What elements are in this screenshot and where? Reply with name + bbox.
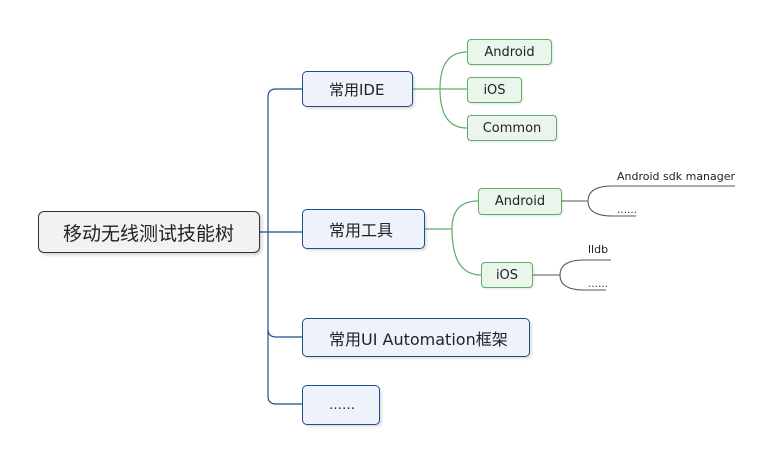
ide-common-node[interactable]: Common [467, 115, 557, 141]
ide-ios-node[interactable]: iOS [467, 77, 522, 103]
connector-root-more [267, 329, 302, 405]
connector-android-sdk [562, 185, 735, 202]
ide-android-label: Android [484, 44, 535, 60]
connector-android-dots [587, 200, 636, 217]
tools-android-node[interactable]: Android [478, 188, 562, 215]
root-node[interactable]: 移动无线测试技能树 [38, 211, 260, 253]
ide-common-label: Common [482, 120, 542, 136]
branch-node-more[interactable]: …… [302, 385, 380, 425]
tools-ios-label: iOS [495, 267, 519, 283]
leaf-ios-more[interactable]: …… [588, 279, 608, 290]
branch-node-ui-automation[interactable]: 常用UI Automation框架 [302, 318, 530, 357]
connector-ide-common [439, 88, 468, 129]
branch-node-tools[interactable]: 常用工具 [302, 209, 425, 249]
connector-root-ide [260, 88, 302, 233]
leaf-lldb[interactable]: lldb [588, 243, 609, 256]
connector-ios-lldb [533, 259, 611, 276]
tools-android-label: Android [494, 194, 546, 209]
branch-label-ide: 常用IDE [329, 80, 385, 99]
branch-label-more: …… [329, 397, 355, 413]
leaf-android-more[interactable]: …… [617, 205, 637, 216]
ide-ios-label: iOS [483, 82, 506, 98]
branch-label-tools: 常用工具 [329, 221, 394, 240]
connector-tools-ios [451, 228, 482, 276]
connector-root-uiauto [267, 232, 302, 338]
branch-node-ide[interactable]: 常用IDE [302, 71, 413, 107]
leaf-android-sdk-manager[interactable]: Android sdk manager [617, 170, 736, 183]
root-label: 移动无线测试技能树 [63, 222, 235, 245]
tools-ios-node[interactable]: iOS [481, 262, 533, 288]
connector-ide-android [413, 51, 468, 90]
connector-tools-android [425, 200, 479, 230]
ide-android-node[interactable]: Android [467, 39, 552, 65]
connector-ios-dots [559, 274, 606, 291]
branch-label-ui-automation: 常用UI Automation框架 [329, 329, 508, 349]
